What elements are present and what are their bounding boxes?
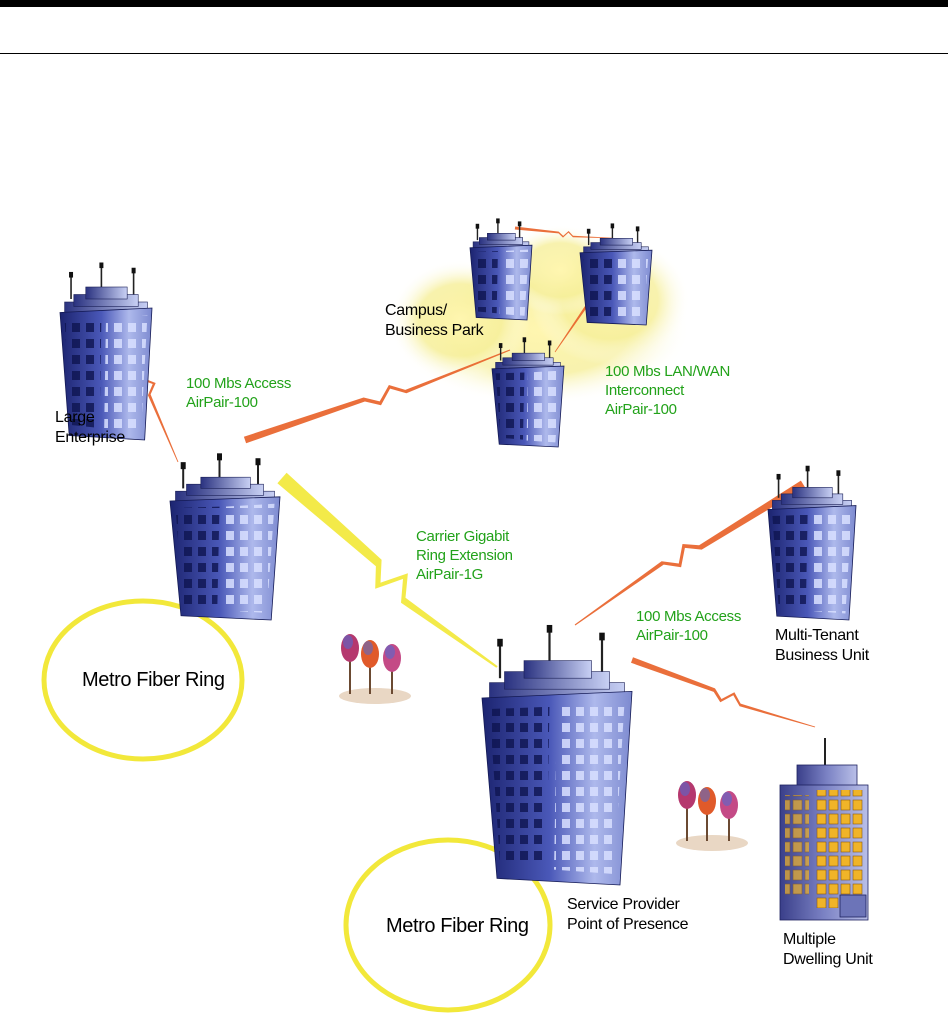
campus-label: Campus/Business Park (385, 301, 483, 341)
metro-fiber-ring-bottom-label: Metro Fiber Ring (386, 914, 529, 938)
trees-icon (676, 781, 748, 851)
building-icon (768, 466, 856, 620)
wireless-link-icon (631, 657, 815, 727)
building-icon (170, 453, 280, 620)
building-icon (482, 625, 632, 885)
metro-fiber-ring-left-label: Metro Fiber Ring (82, 668, 225, 692)
trees-icon (339, 634, 411, 704)
wireless-link-icon (575, 481, 805, 626)
building-icon (780, 738, 868, 920)
